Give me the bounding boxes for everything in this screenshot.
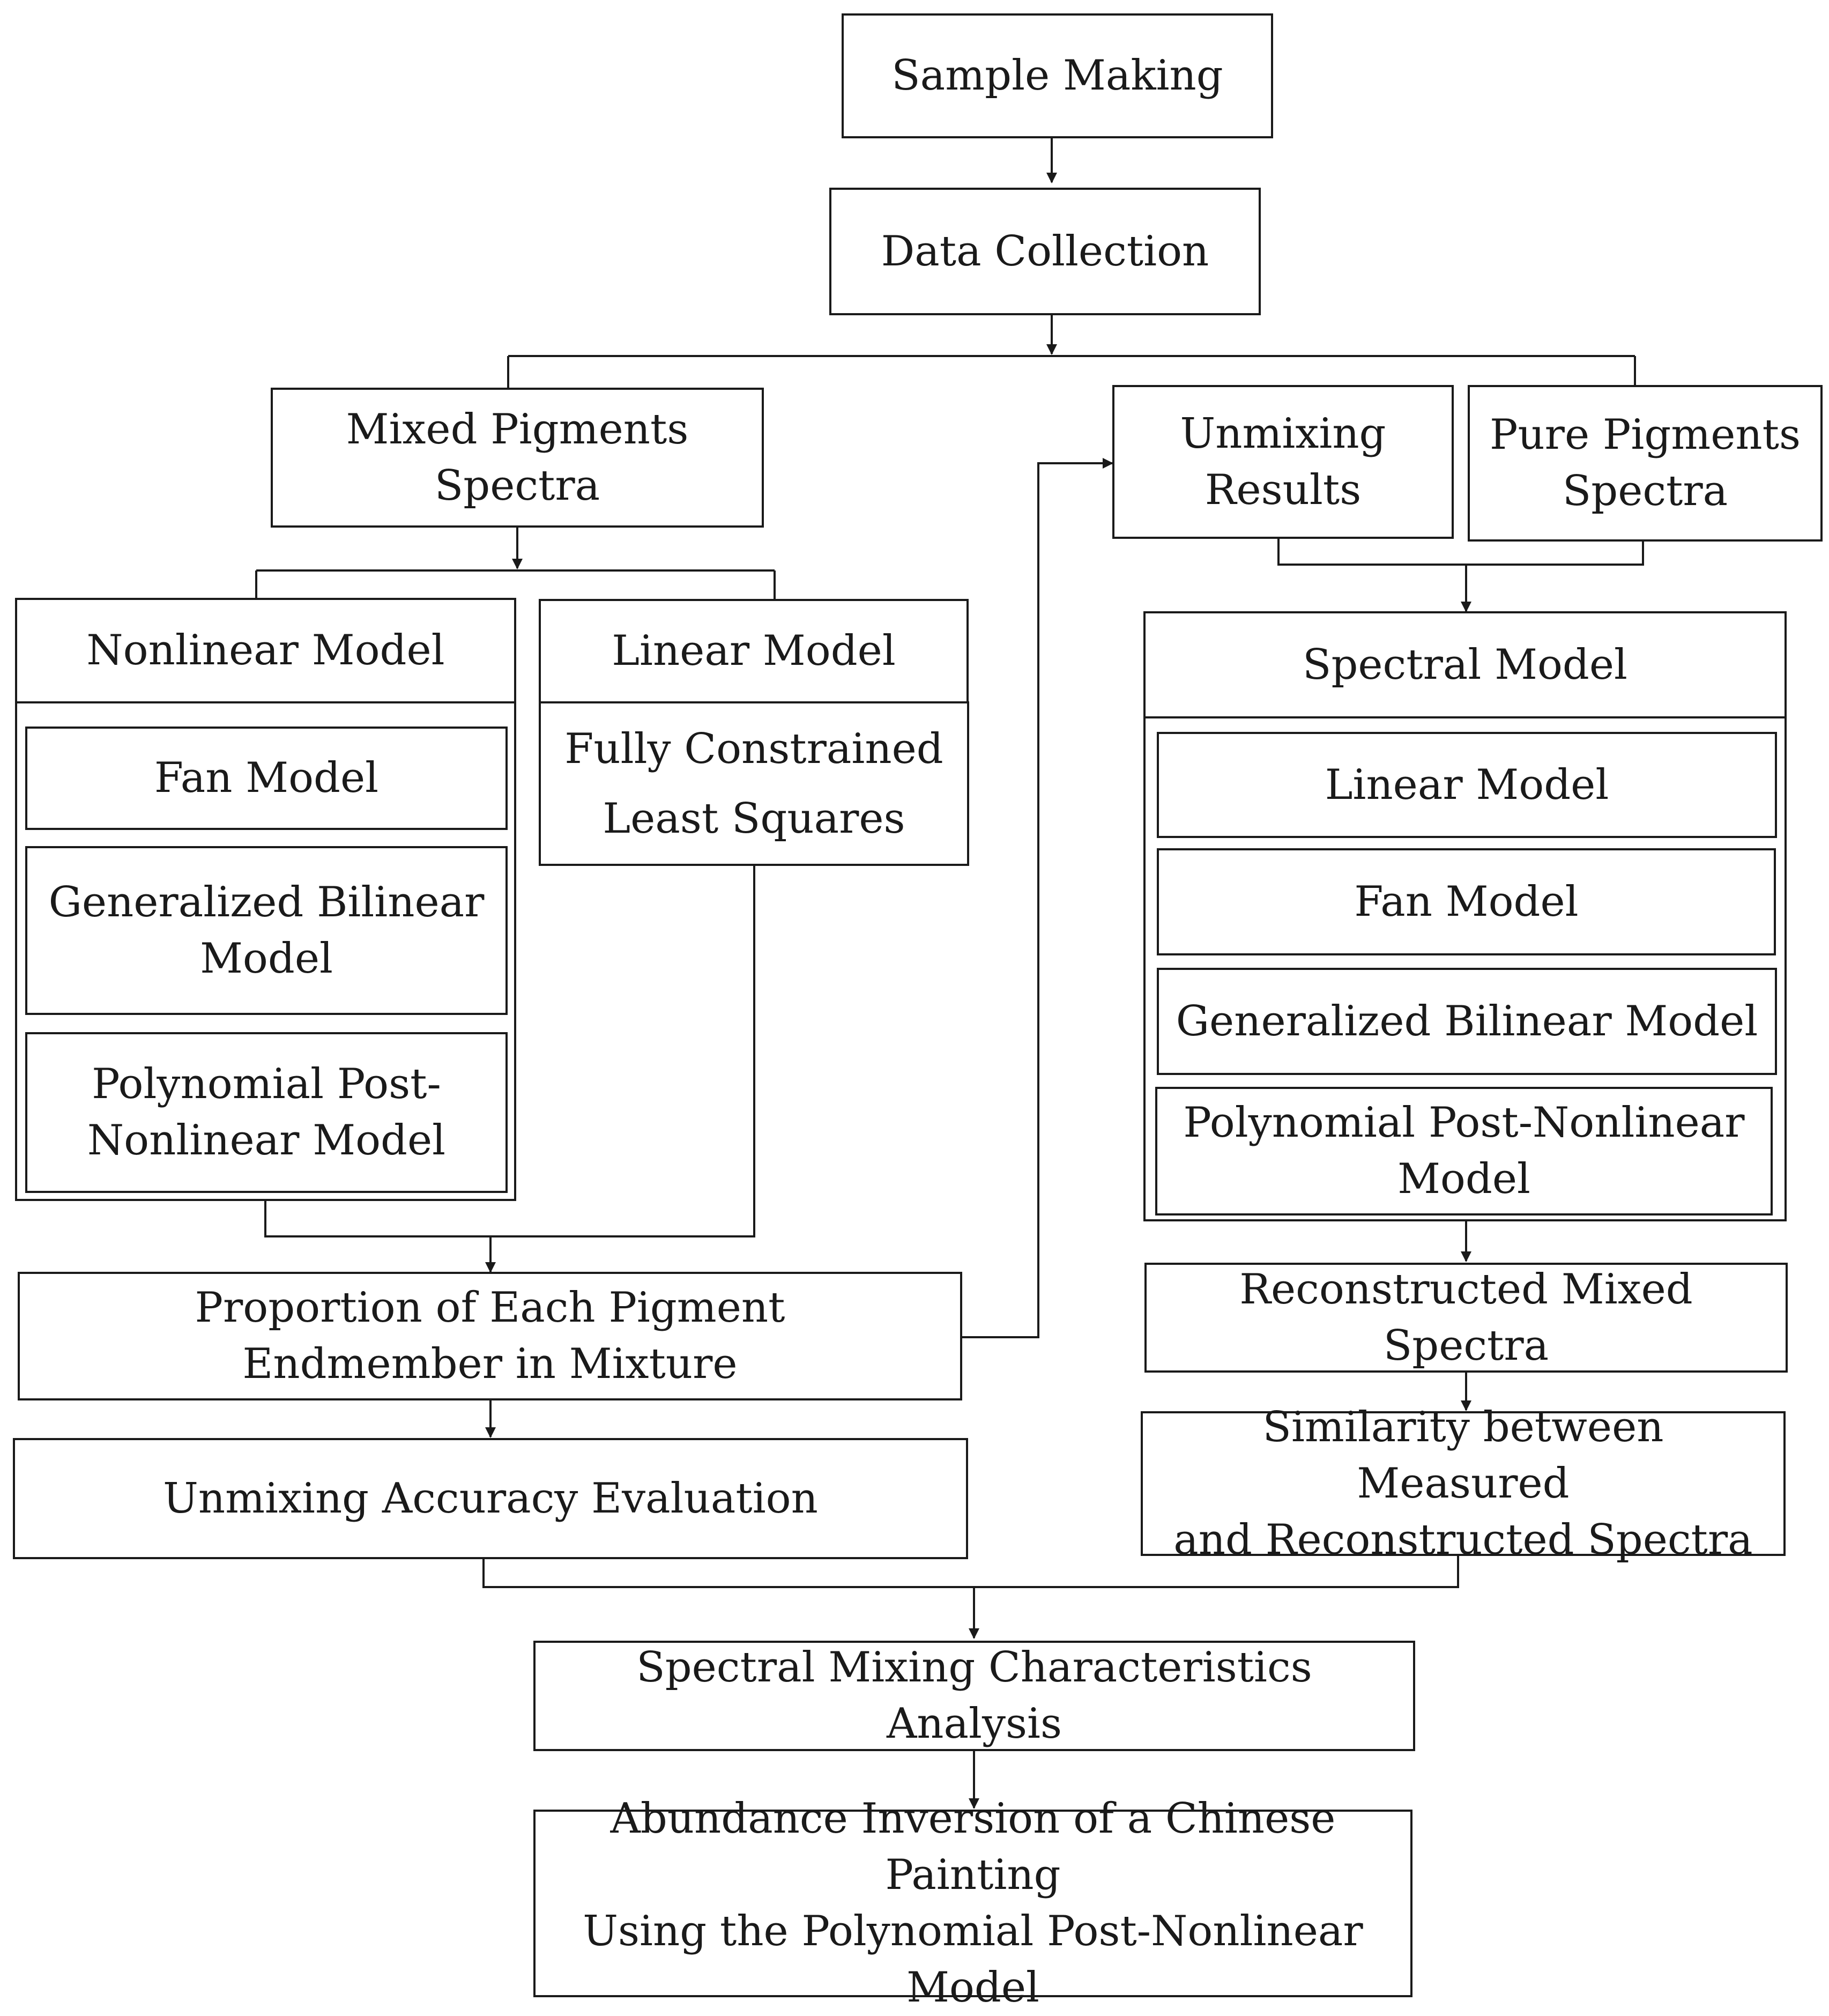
node-gbm-right: Generalized Bilinear Model — [1157, 968, 1777, 1075]
node-gbm-left: Generalized Bilinear Model — [25, 846, 508, 1015]
node-fcls: Fully Constrained Least Squares — [539, 701, 969, 866]
merge-bottom — [482, 1556, 1459, 1588]
node-mixed-pigments-spectra: Mixed Pigments Spectra — [271, 388, 764, 528]
node-fan-model-right: Fan Model — [1157, 848, 1776, 955]
node-reconstructed: Reconstructed Mixed Spectra — [1144, 1263, 1788, 1373]
node-pure-pigments-spectra: Pure Pigments Spectra — [1468, 385, 1823, 542]
node-fan-model-left: Fan Model — [25, 727, 508, 830]
node-linear-model-left: Linear Model — [539, 599, 969, 703]
node-spectral-mixing: Spectral Mixing Characteristics Analysis — [533, 1641, 1415, 1751]
node-sample-making: Sample Making — [842, 13, 1273, 138]
node-unmixing-results: Unmixing Results — [1112, 385, 1454, 539]
node-ppnm-right: Polynomial Post-Nonlinear Model — [1155, 1087, 1773, 1215]
node-similarity: Similarity between Measured and Reconstr… — [1141, 1403, 1786, 1564]
node-abundance: Abundance Inversion of a Chinese Paintin… — [533, 1795, 1412, 2012]
arrow-proportion-to-results — [962, 458, 1113, 1338]
node-nonlinear-model: Nonlinear Model — [15, 598, 516, 703]
node-spectral-model: Spectral Model — [1143, 611, 1787, 718]
node-proportion: Proportion of Each Pigment Endmember in … — [18, 1272, 962, 1400]
node-unmixing-accuracy: Unmixing Accuracy Evaluation — [13, 1438, 968, 1559]
join-results-pure — [1277, 539, 1644, 566]
node-ppnm-left: Polynomial Post- Nonlinear Model — [25, 1032, 508, 1193]
line-nonlinear-down — [264, 866, 755, 1237]
node-data-collection: Data Collection — [829, 188, 1261, 315]
node-linear-model-right: Linear Model — [1157, 732, 1777, 838]
